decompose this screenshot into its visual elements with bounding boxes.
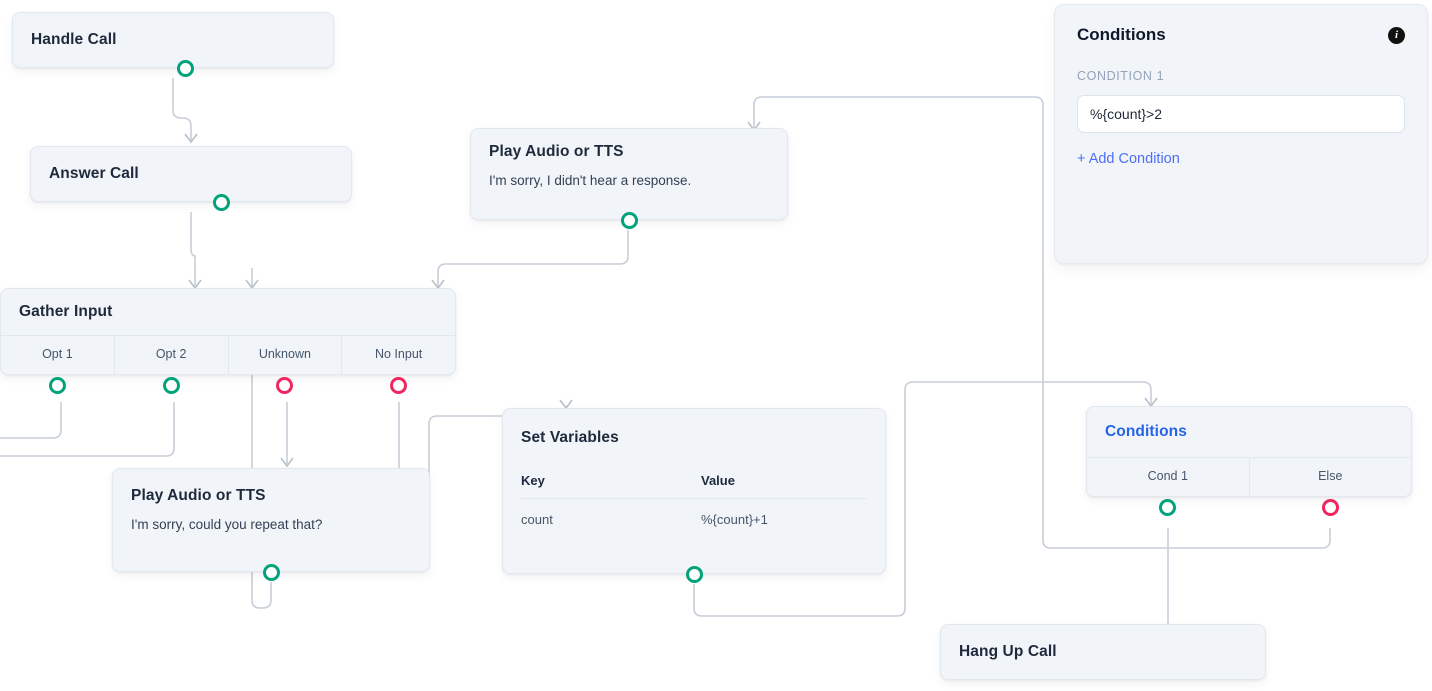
port-dot-cond-1[interactable] [1159, 499, 1177, 516]
node-title: Handle Call [31, 31, 117, 48]
port-set-variables-out[interactable] [686, 566, 703, 583]
panel-title: Conditions [1077, 25, 1166, 44]
port-answer-call-out[interactable] [213, 194, 230, 211]
set-variables-table: Key Value count %{count}+1 [503, 461, 885, 543]
node-title: Answer Call [49, 165, 139, 182]
port-dot-no-input[interactable] [390, 377, 408, 394]
gather-input-ports: Opt 1 Opt 2 Unknown No Input [1, 335, 455, 394]
port-opt-2[interactable]: Opt 2 [115, 336, 229, 394]
node-hang-up-call[interactable]: Hang Up Call [940, 624, 1266, 680]
add-condition-link[interactable]: + Add Condition [1077, 151, 1180, 167]
port-cond-1[interactable]: Cond 1 [1087, 458, 1250, 516]
node-title: Hang Up Call [959, 643, 1057, 660]
node-title: Play Audio or TTS [131, 487, 266, 504]
panel-header: Conditions i [1055, 5, 1427, 45]
port-play-audio-repeat-out[interactable] [263, 564, 280, 581]
node-title: Set Variables [521, 429, 619, 446]
conditions-properties-panel: Conditions i CONDITION 1 %{count}>2 + Ad… [1054, 4, 1428, 264]
port-handle-call-out[interactable] [177, 60, 194, 77]
condition-1-input[interactable]: %{count}>2 [1077, 95, 1405, 133]
node-title: Gather Input [19, 303, 113, 320]
node-text: I'm sorry, could you repeat that? [131, 517, 323, 532]
node-text: I'm sorry, I didn't hear a response. [489, 173, 692, 188]
node-play-audio-repeat[interactable]: Play Audio or TTS I'm sorry, could you r… [112, 468, 430, 581]
info-icon[interactable]: i [1388, 26, 1405, 44]
port-label: Opt 1 [42, 347, 73, 361]
node-set-variables[interactable]: Set Variables Key Value count %{count}+1 [502, 408, 886, 583]
port-dot-opt-2[interactable] [162, 377, 180, 394]
port-dot-else[interactable] [1321, 499, 1339, 516]
table-row: count %{count}+1 [521, 499, 867, 543]
node-title: Play Audio or TTS [489, 143, 624, 160]
column-header-value: Value [701, 473, 735, 488]
node-conditions[interactable]: Conditions Cond 1 Else [1086, 406, 1412, 516]
port-else[interactable]: Else [1250, 458, 1412, 516]
port-dot-unknown[interactable] [276, 377, 294, 394]
condition-1-label: CONDITION 1 [1077, 69, 1165, 83]
node-answer-call[interactable]: Answer Call [30, 146, 352, 211]
port-label: Opt 2 [155, 347, 187, 361]
conditions-node-ports: Cond 1 Else [1087, 457, 1412, 516]
node-play-audio-no-response[interactable]: Play Audio or TTS I'm sorry, I didn't he… [470, 128, 788, 229]
column-header-key: Key [521, 473, 545, 488]
cell-value: %{count}+1 [701, 512, 768, 527]
table-header-row: Key Value [521, 461, 867, 499]
port-label: No Input [374, 347, 423, 361]
port-label: Unknown [258, 347, 311, 361]
node-handle-call[interactable]: Handle Call [12, 12, 334, 77]
port-unknown[interactable]: Unknown [229, 336, 343, 394]
port-dot-opt-1[interactable] [48, 377, 66, 394]
cell-key: count [521, 512, 553, 527]
port-label: Else [1318, 469, 1343, 483]
port-opt-1[interactable]: Opt 1 [1, 336, 115, 394]
port-label: Cond 1 [1147, 469, 1188, 483]
port-play-audio-no-response-out[interactable] [621, 212, 638, 229]
node-title: Conditions [1105, 423, 1187, 440]
port-no-input[interactable]: No Input [342, 336, 455, 394]
node-gather-input[interactable]: Gather Input Opt 1 Opt 2 Unknown No Inpu… [0, 288, 456, 394]
